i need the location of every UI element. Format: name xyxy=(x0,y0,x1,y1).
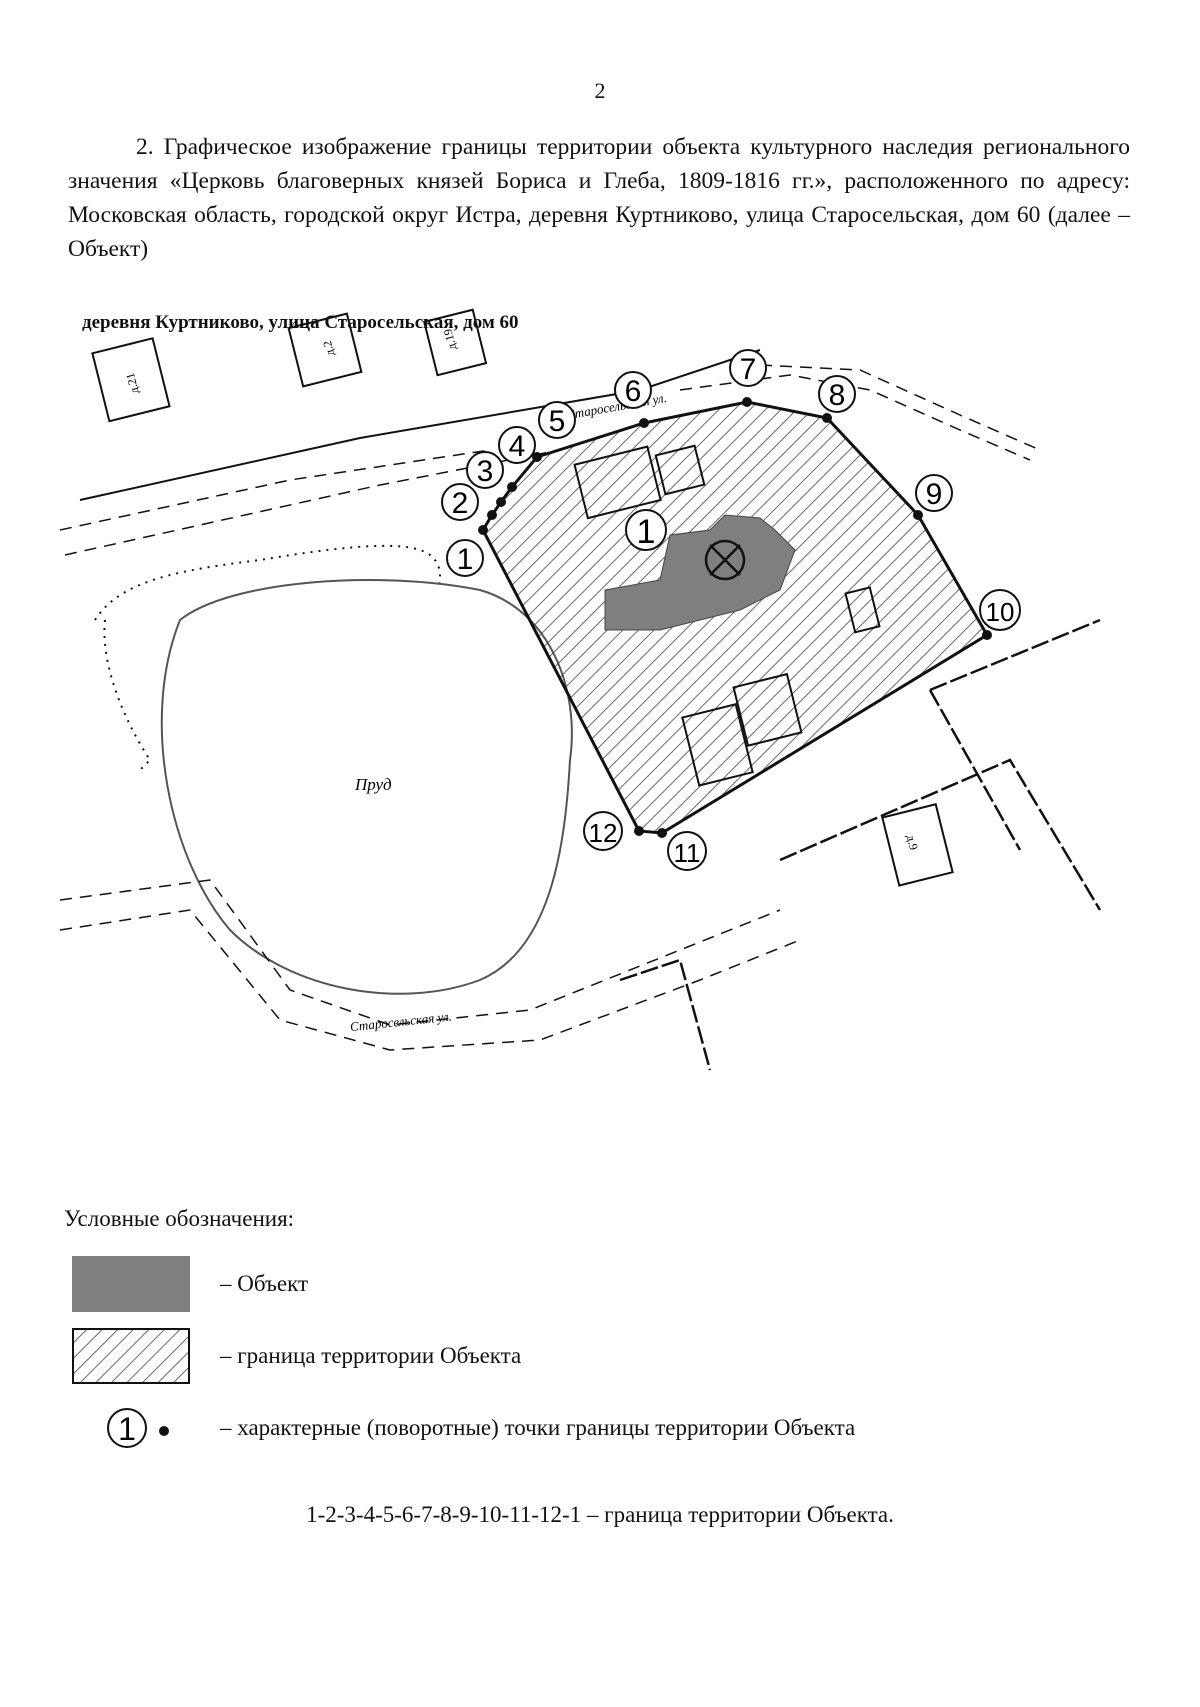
boundary-point-12: 12 xyxy=(583,811,644,851)
map-caption: деревня Куртниково, улица Старосельская,… xyxy=(82,312,519,333)
park-dotted-line xyxy=(94,544,441,621)
church-cross-symbol xyxy=(704,539,746,581)
svg-text:2: 2 xyxy=(452,487,469,520)
object-church xyxy=(604,514,796,631)
boundary-point-5: 5 xyxy=(532,401,576,462)
boundary-point-4: 4 xyxy=(498,426,536,492)
boundary-point-9: 9 xyxy=(913,474,953,520)
boundary-point-6: 6 xyxy=(614,371,652,428)
site-plan-map: д.21 д.2 д.19 Пруд Старосельская ул. xyxy=(60,290,1140,1170)
upper-houses xyxy=(91,308,488,423)
svg-text:5: 5 xyxy=(549,405,566,438)
legend-item-points: 1 – характерные (поворотные) точки грани… xyxy=(72,1398,855,1458)
boundary-point-8: 8 xyxy=(818,375,856,423)
pond-label: Пруд xyxy=(354,775,392,794)
svg-text:1: 1 xyxy=(457,543,474,576)
svg-text:4: 4 xyxy=(509,430,526,463)
boundary-point-3: 3 xyxy=(466,451,506,507)
boundary-sequence: 1-2-3-4-5-6-7-8-9-10-11-12-1 – граница т… xyxy=(306,1502,894,1527)
boundary-point-10: 10 xyxy=(979,589,1021,640)
legend-item-object: – Объект xyxy=(72,1254,308,1314)
hatch-swatch xyxy=(72,1328,190,1384)
svg-text:6: 6 xyxy=(625,375,642,408)
intro-paragraph: 2. Графическое изображение границы терри… xyxy=(68,134,1130,262)
house-label-21: д.21 xyxy=(123,371,142,395)
map-svg: д.21 д.2 д.19 Пруд Старосельская ул. xyxy=(60,308,1102,1071)
object-fill-swatch xyxy=(72,1256,190,1312)
house-label-19: д.19 xyxy=(441,328,460,352)
house-label-2: д.2 xyxy=(320,339,337,357)
bottom-street-lines xyxy=(60,879,801,1051)
boundary-point-2: 2 xyxy=(441,483,497,521)
inner-buildings xyxy=(573,444,881,787)
point-symbol: 1 xyxy=(107,1408,169,1448)
svg-text:11: 11 xyxy=(674,838,701,868)
boundary-point-7: 7 xyxy=(729,349,767,407)
svg-text:8: 8 xyxy=(829,379,846,412)
svg-text:10: 10 xyxy=(986,597,1015,627)
svg-text:1: 1 xyxy=(118,1411,136,1447)
svg-text:3: 3 xyxy=(477,455,494,488)
boundary-point-11: 11 xyxy=(657,828,707,871)
legend-item-territory: – граница территории Объекта xyxy=(72,1326,521,1386)
boundary-points: 1 2 3 4 5 6 7 8 9 10 11 12 xyxy=(441,349,1021,871)
legend-title: Условные обозначения: xyxy=(64,1206,295,1231)
page-number: 2 xyxy=(594,78,606,103)
pond xyxy=(160,579,573,995)
boundary-point-1: 1 xyxy=(446,525,488,577)
svg-text:9: 9 xyxy=(926,478,943,511)
svg-text:7: 7 xyxy=(740,353,757,386)
house-label-9: д.9 xyxy=(904,833,921,851)
svg-text:12: 12 xyxy=(589,818,618,848)
right-blocks xyxy=(619,618,1102,1071)
street-label-bottom: Старосельская ул. xyxy=(349,1009,452,1035)
object-number-label: 1 xyxy=(637,513,656,551)
